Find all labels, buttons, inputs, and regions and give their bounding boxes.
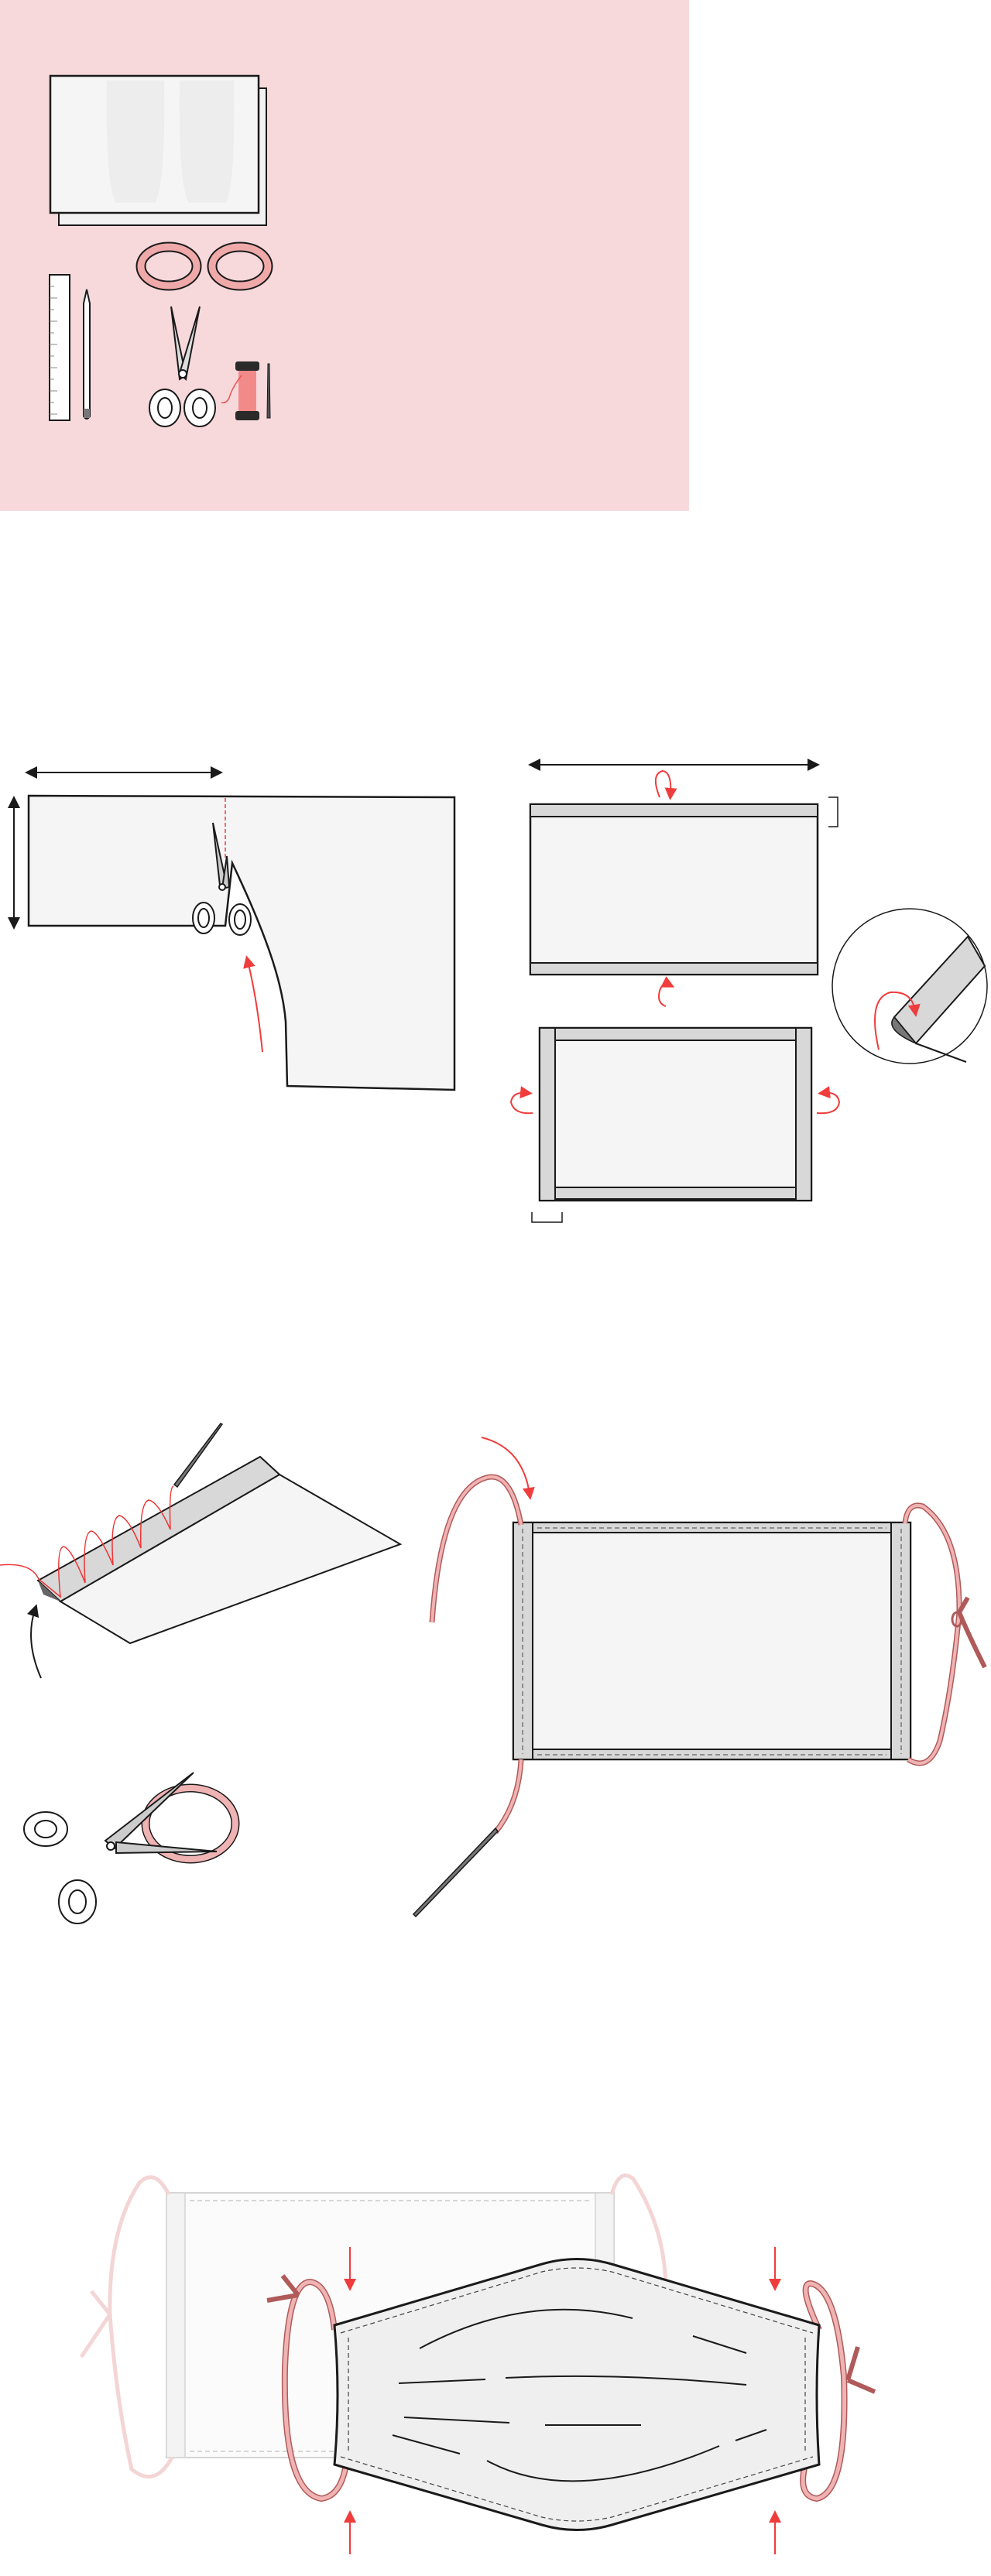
elastic-cord	[429, 1474, 987, 1834]
cut-direction-arrow	[243, 955, 263, 1053]
fabric-being-cut	[27, 794, 456, 1091]
elastic-ear-loop-left	[266, 2274, 349, 2502]
ruler-icon	[49, 274, 70, 421]
step-sew-and-thread	[0, 1423, 987, 1924]
step-pleat-and-finish	[79, 2174, 876, 2554]
elastic-loops	[135, 242, 273, 291]
folded-fabric-edge	[36, 1455, 403, 1645]
needle-icon	[412, 1827, 499, 1918]
cutting-elastic	[23, 1772, 240, 1924]
pleated-mask	[333, 2258, 821, 2531]
scissors-icon	[149, 306, 216, 427]
hem-size-bracket	[531, 1212, 563, 1223]
step-cut-and-fold	[8, 759, 988, 1223]
fold-detail-magnifier	[832, 908, 988, 1064]
thread-spool-icon	[221, 361, 259, 420]
hand-stitch-thread	[0, 1485, 174, 1598]
needle-icon	[266, 363, 271, 419]
needle-icon	[173, 1423, 224, 1488]
scissors-icon	[192, 822, 252, 936]
step-materials	[0, 0, 689, 511]
hemmed-mask-panel	[512, 1521, 912, 1761]
fold-arrow	[26, 1604, 42, 1679]
hem-size-bracket	[828, 796, 838, 827]
fold-arrow-right	[816, 1086, 841, 1115]
fabric-top-bottom-hem	[529, 803, 819, 976]
pencil-icon	[83, 289, 91, 420]
fabric-sheets	[49, 74, 267, 226]
elastic-ear-loop-right	[800, 2280, 876, 2502]
fold-arrow-left	[509, 1086, 533, 1115]
fold-arrow-top	[654, 769, 677, 800]
fabric-all-sides-hem	[538, 1026, 813, 1202]
fold-arrow-bottom	[658, 976, 675, 1007]
thread-elastic-arrow	[481, 1437, 535, 1500]
